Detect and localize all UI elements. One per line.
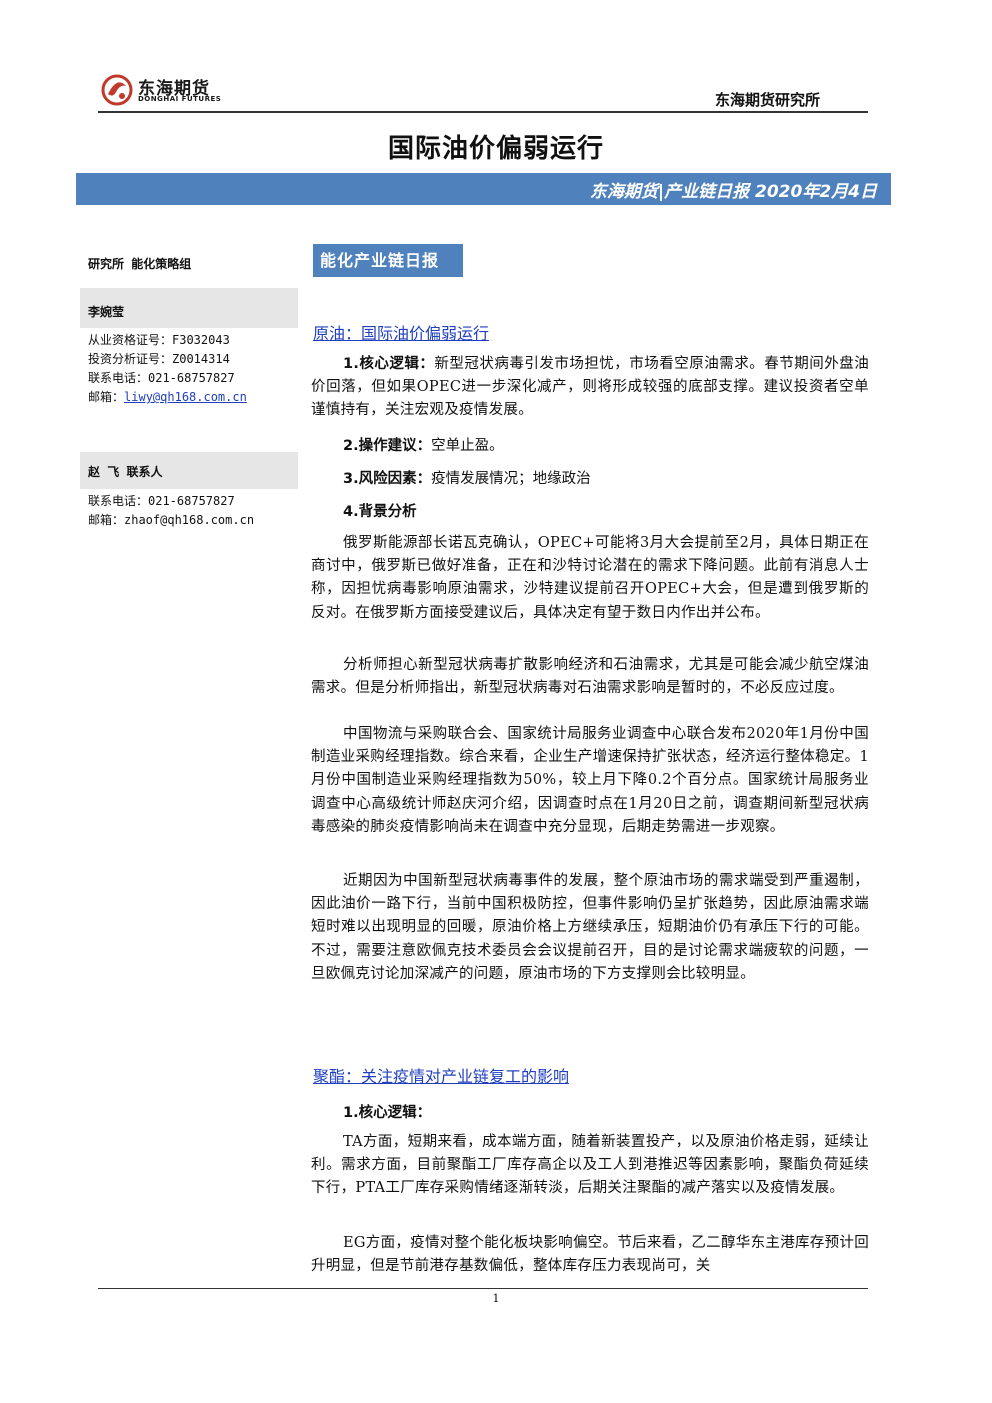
- polyester-para-2: EG方面，疫情对整个能化板块影响偏空。节后来看，乙二醇华东主港库存预计回升明显，…: [311, 1235, 869, 1275]
- analyst1-email-label: 邮箱：: [88, 390, 125, 404]
- crude-core-logic: 1.核心逻辑：新型冠状病毒引发市场担忧，市场看空原油需求。春节期间外盘油价回落，…: [311, 353, 869, 423]
- dragon-logo-icon: [101, 74, 133, 106]
- analyst1-qualification: 从业资格证号：F3032043: [88, 333, 230, 347]
- analyst2-name: 赵 飞 联系人: [88, 465, 163, 479]
- page-number: 1: [492, 1292, 500, 1305]
- footer-rule: [98, 1288, 868, 1289]
- logo-text-cn: 东海期货: [138, 79, 210, 99]
- page-title: 国际油价偏弱运行: [387, 134, 604, 164]
- crude-risk: 3.风险因素：疫情发展情况；地缘政治: [343, 467, 591, 488]
- crude-bg-label: 4.背景分析: [343, 504, 417, 520]
- banner-text: 东海期货|产业链日报 2020年2月4日: [589, 182, 877, 202]
- analyst1-email-row: 邮箱：liwy@qh168.com.cn: [88, 388, 247, 407]
- analyst2-email: 邮箱：zhaof@qh168.com.cn: [88, 513, 255, 527]
- polyester-logic-heading: 1.核心逻辑：: [343, 1101, 431, 1122]
- crude-operation: 2.操作建议：空单止盈。: [343, 434, 504, 455]
- department-label: 研究所 能化策略组: [88, 257, 192, 271]
- analyst2-header: [80, 452, 298, 489]
- crude-logic-label: 1.核心逻辑：: [343, 356, 435, 372]
- polyester-logic-label: 1.核心逻辑：: [343, 1105, 432, 1121]
- crude-risk-label: 3.风险因素：: [343, 471, 432, 487]
- crude-risk-text: 疫情发展情况；地缘政治: [431, 471, 591, 487]
- crude-op-text: 空单止盈。: [431, 438, 504, 454]
- crude-background-heading: 4.背景分析: [343, 500, 417, 521]
- crude-para-3: 中国物流与采购联合会、国家统计局服务业调查中心联合发布2020年1月份中国制造业…: [311, 726, 869, 835]
- banner: 东海期货|产业链日报 2020年2月4日: [76, 173, 891, 205]
- analyst1-phone: 联系电话：021-68757827: [88, 371, 235, 385]
- institute-name: 东海期货研究所: [714, 91, 820, 109]
- crude-section-title[interactable]: 原油：国际油价偏弱运行: [313, 324, 490, 343]
- analyst1-email-link[interactable]: liwy@qh168.com.cn: [124, 390, 247, 404]
- analyst1-invest-cert: 投资分析证号：Z0014314: [88, 352, 230, 366]
- crude-para-2: 分析师担心新型冠状病毒扩散影响经济和石油需求，尤其是可能会减少航空煤油需求。但是…: [311, 657, 869, 697]
- crude-para-4: 近期因为中国新型冠状病毒事件的发展，整个原油市场的需求端受到严重遏制，因此油价一…: [311, 873, 869, 982]
- header-rule: [98, 111, 868, 113]
- analyst1-name: 李婉莹: [88, 305, 125, 319]
- crude-op-label: 2.操作建议：: [343, 438, 432, 454]
- polyester-section-title[interactable]: 聚酯：关注疫情对产业链复工的影响: [313, 1067, 570, 1086]
- crude-para-1: 俄罗斯能源部长诺瓦克确认，OPEC+可能将3月大会提前至2月，具体日期正在商讨中…: [311, 535, 869, 621]
- report-tag: 能化产业链日报: [313, 244, 463, 277]
- crude-logic-text: 新型冠状病毒引发市场担忧，市场看空原油需求。春节期间外盘油价回落，但如果OPEC…: [311, 356, 870, 419]
- company-logo: 东海期货 DONGHAI FUTURES: [100, 72, 230, 112]
- logo-text-en: DONGHAI FUTURES: [138, 95, 222, 103]
- analyst2-phone: 联系电话：021-68757827: [88, 494, 235, 508]
- analyst1-header: [80, 288, 298, 328]
- polyester-para-1: TA方面，短期来看，成本端方面，随着新装置投产，以及原油价格走弱，延续让利。需求…: [311, 1134, 869, 1197]
